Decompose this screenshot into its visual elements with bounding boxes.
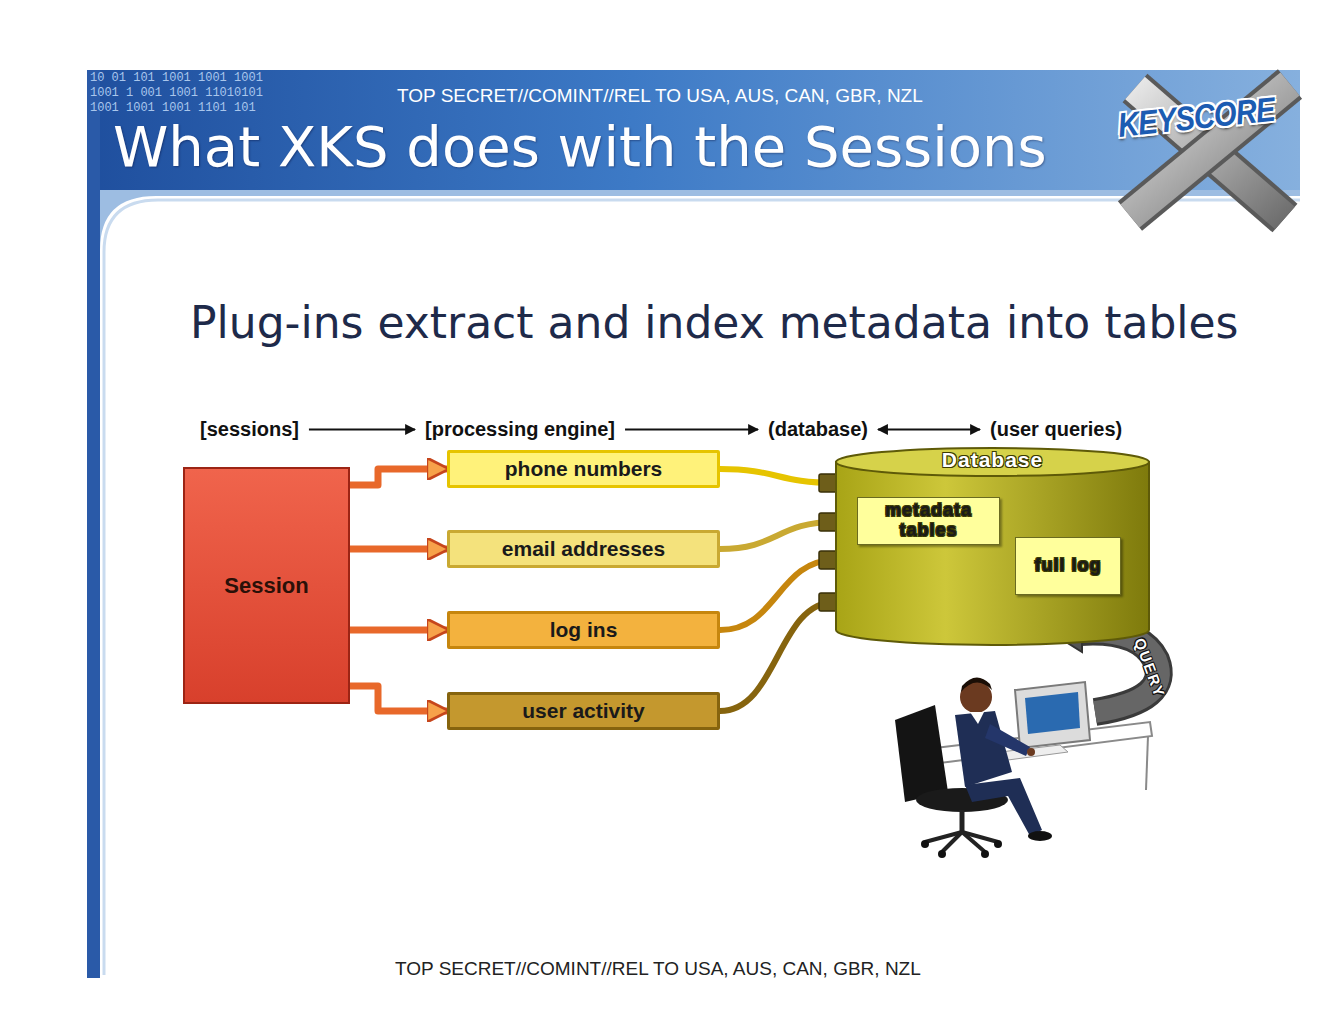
- diagram-ground: [167, 413, 1180, 865]
- slide-title: What XKS does with the Sessions: [113, 116, 1047, 178]
- cable-connector: [720, 602, 835, 711]
- branch-arrow: [350, 686, 447, 711]
- node-text: Session: [224, 573, 308, 599]
- classification-marking: TOP SECRET//COMINT//REL TO USA, AUS, CAN…: [397, 85, 923, 107]
- table-box: full log: [1015, 537, 1121, 595]
- node-text: metadata tables: [864, 501, 993, 541]
- binary-digits: 1001 1 001 1001 11010101: [90, 86, 263, 100]
- cable-connector: [720, 522, 835, 549]
- node-text: Database: [942, 448, 1043, 472]
- cable-plugs: [819, 474, 837, 611]
- analyst-at-computer: [895, 677, 1152, 858]
- node-text: log ins: [550, 618, 618, 642]
- node-text: email addresses: [502, 537, 665, 561]
- binary-digits: 1001 1001 1001 1101 101: [90, 101, 256, 115]
- cable-connector: [720, 560, 835, 630]
- branch-arrow: [350, 627, 447, 634]
- node-text: full log: [1035, 556, 1102, 576]
- left-bar: [87, 70, 100, 978]
- header-band: [87, 70, 1300, 190]
- stage-heading: [sessions]: [200, 418, 299, 441]
- branch-arrow: [350, 546, 447, 553]
- subtitle: Plug-ins extract and index metadata into…: [190, 298, 1245, 347]
- stage-heading: [processing engine]: [425, 418, 615, 441]
- branch-arrow: [350, 469, 447, 485]
- database-cylinder: Database metadata tables full log: [835, 447, 1150, 645]
- cable-connector: [720, 469, 835, 483]
- stage-heading: (user queries): [990, 418, 1122, 441]
- session-box: Session: [183, 467, 350, 704]
- process-box: log ins: [447, 611, 720, 649]
- panel-rim: [104, 200, 1300, 975]
- binary-digits: 10 01 101 1001 1001 1001: [90, 71, 263, 85]
- table-box: metadata tables: [857, 497, 1000, 545]
- process-box: user activity: [447, 692, 720, 730]
- node-text: phone numbers: [505, 457, 663, 481]
- stage-heading: (database): [768, 418, 868, 441]
- process-box: email addresses: [447, 530, 720, 568]
- node-text: user activity: [522, 699, 645, 723]
- heading-arrows: [309, 429, 980, 430]
- classification-marking: TOP SECRET//COMINT//REL TO USA, AUS, CAN…: [395, 958, 921, 980]
- process-box: phone numbers: [447, 450, 720, 488]
